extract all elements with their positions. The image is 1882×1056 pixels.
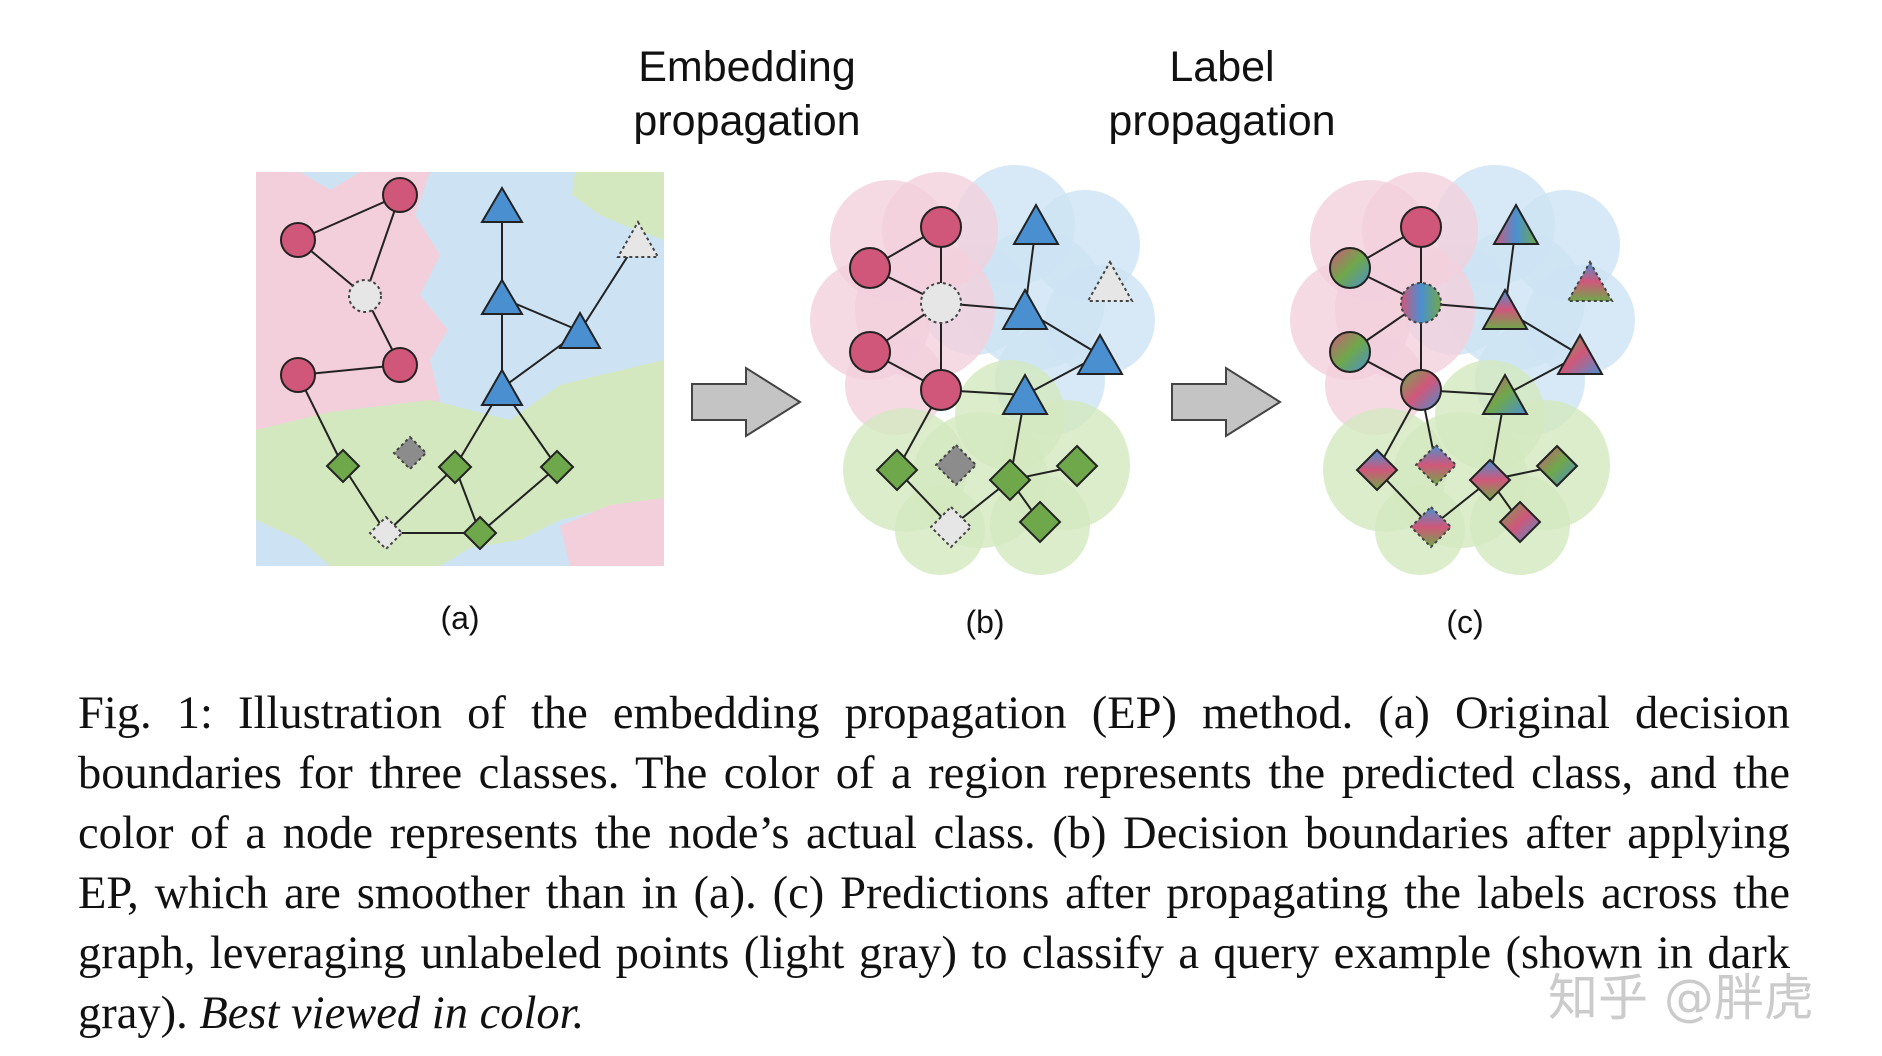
node-blue xyxy=(1076,332,1124,375)
node-green xyxy=(462,515,498,551)
node-green xyxy=(988,458,1032,502)
node-pink xyxy=(280,222,316,258)
node-pink xyxy=(849,331,891,373)
node-pink xyxy=(382,347,418,383)
node-green xyxy=(325,448,361,484)
node-pink xyxy=(280,357,316,393)
panel-c xyxy=(1290,165,1635,575)
nodes-c xyxy=(1329,202,1614,549)
node-mixed xyxy=(1329,247,1371,289)
panel-label-b: (b) xyxy=(965,604,1005,640)
node-mixed xyxy=(1400,282,1442,324)
caption-main: Fig. 1: Illustration of the embedding pr… xyxy=(78,688,1790,1039)
nodes-b xyxy=(849,202,1134,549)
node-unlabeled xyxy=(348,279,382,313)
node-blue xyxy=(480,186,524,223)
caption-emphasis: Best viewed in color. xyxy=(199,988,585,1039)
node-pink xyxy=(382,177,418,213)
node-blue xyxy=(480,278,524,315)
node-green xyxy=(1055,444,1099,488)
node-mixed xyxy=(1355,448,1399,492)
node-blue xyxy=(558,310,602,349)
node-blue xyxy=(1012,202,1060,245)
node-unlabeled xyxy=(920,282,962,324)
node-mixed xyxy=(1329,331,1371,373)
heading-line: propagation xyxy=(1108,97,1336,145)
region-green-corner xyxy=(572,172,664,240)
node-mixed xyxy=(1409,505,1453,549)
node-mixed xyxy=(1481,372,1529,415)
node-mixed xyxy=(1414,443,1458,487)
heading-line: Embedding xyxy=(638,43,856,91)
panel-label-a: (a) xyxy=(440,600,480,636)
node-blue xyxy=(1001,287,1049,330)
node-green xyxy=(437,449,473,485)
heading-label-propagation: Label propagation xyxy=(1062,40,1382,148)
node-mixed xyxy=(1556,332,1604,375)
heading-line: Label xyxy=(1169,43,1275,91)
nodes-a xyxy=(280,177,660,551)
node-mixed xyxy=(1566,259,1614,302)
arrow-right-icon xyxy=(1171,366,1282,438)
node-unlabeled xyxy=(368,515,404,551)
node-pink xyxy=(920,369,962,411)
node-green xyxy=(1018,500,1062,544)
node-pink xyxy=(920,206,962,248)
node-pink xyxy=(1400,206,1442,248)
heading-embedding-propagation: Embedding propagation xyxy=(587,40,907,148)
node-unlabeled xyxy=(1086,259,1134,302)
node-mixed xyxy=(1400,369,1442,411)
panel-label-c: (c) xyxy=(1446,604,1484,640)
watermark: 知乎 @胖虎 xyxy=(1548,969,1814,1027)
node-mixed xyxy=(1468,458,1512,502)
figure-caption: Fig. 1: Illustration of the embedding pr… xyxy=(78,684,1790,1044)
node-pink xyxy=(849,247,891,289)
node-mixed xyxy=(1492,202,1540,245)
heading-line: propagation xyxy=(633,97,861,145)
node-mixed xyxy=(1498,500,1542,544)
node-mixed xyxy=(1481,287,1529,330)
node-green xyxy=(539,449,575,485)
node-query xyxy=(934,443,978,487)
arrow-right-icon xyxy=(691,366,802,438)
node-blue xyxy=(1001,372,1049,415)
node-unlabeled xyxy=(929,505,973,549)
panel-a xyxy=(256,172,664,566)
node-unlabeled xyxy=(616,219,660,258)
node-mixed xyxy=(1535,444,1579,488)
node-blue xyxy=(480,367,524,406)
panel-b xyxy=(810,165,1155,575)
node-query xyxy=(392,435,428,471)
region-pink-corner xyxy=(560,498,664,566)
node-green xyxy=(875,448,919,492)
